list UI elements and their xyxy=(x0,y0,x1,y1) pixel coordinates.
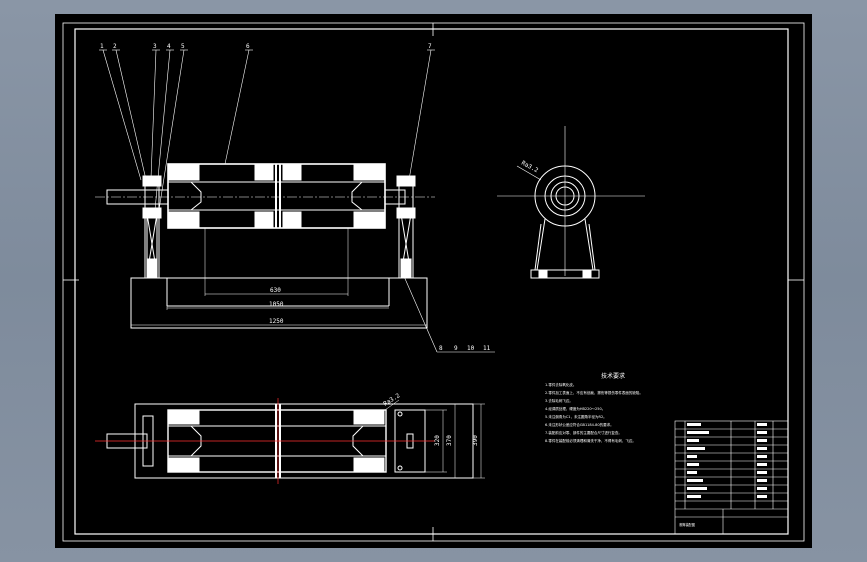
parts-list-marks xyxy=(687,423,767,498)
note-7: 7.装配前应对零、部件的主要配合尺寸进行复查。 xyxy=(545,430,622,435)
balloon-5: 5 xyxy=(181,43,185,50)
side-view xyxy=(497,126,645,279)
note-3: 3.去除毛刺飞边。 xyxy=(545,398,573,403)
centering-marks xyxy=(63,23,804,541)
balloon-10: 10 xyxy=(467,345,475,352)
balloon-11: 11 xyxy=(483,345,491,352)
balloon-4: 4 xyxy=(167,43,171,50)
leader-lines-bottom xyxy=(402,273,495,353)
balloon-8: 8 xyxy=(439,345,443,352)
note-5: 5.未注倒角为C1，未注圆角半径为R2。 xyxy=(545,414,607,419)
balloon-9: 9 xyxy=(454,345,458,352)
balloon-1: 1 xyxy=(100,43,104,50)
front-view xyxy=(95,163,435,329)
roughness-front: Ra3.2 xyxy=(520,160,540,175)
plan-dim-390: 390 xyxy=(472,435,479,446)
dim-1050: 1050 xyxy=(269,301,284,308)
note-8: 8.零件在装配前必须清理和清洗干净，不得有毛刺、飞边。 xyxy=(545,438,636,443)
notes-title: 技术要求 xyxy=(601,372,625,380)
outer-frame xyxy=(62,22,805,542)
note-6: 6.未注形状公差应符合GB1184-80的要求。 xyxy=(545,422,614,427)
balloon-2: 2 xyxy=(113,43,117,50)
inner-border xyxy=(74,28,789,535)
parts-list xyxy=(674,420,789,535)
balloon-6: 6 xyxy=(246,43,250,50)
dim-1250: 1250 xyxy=(269,318,284,325)
leader-lines-top xyxy=(99,49,435,211)
cad-drawing: 1 2 3 4 5 6 7 8 9 10 11 630 1050 1250 Ra… xyxy=(62,22,805,542)
plan-view xyxy=(106,399,485,479)
balloon-7: 7 xyxy=(428,43,432,50)
title-block-label: 滚筒装配图 xyxy=(679,522,695,527)
plan-dim-370: 370 xyxy=(446,435,453,446)
note-1: 1.零件去除氧化皮。 xyxy=(545,382,576,387)
drawing-sheet: 1 2 3 4 5 6 7 8 9 10 11 630 1050 1250 Ra… xyxy=(55,14,812,548)
balloon-3: 3 xyxy=(153,43,157,50)
dim-630: 630 xyxy=(270,287,281,294)
plan-dim-320: 320 xyxy=(434,435,441,446)
note-4: 4.经调质处理，硬度为HB220～250。 xyxy=(545,406,605,411)
note-2: 2.零件加工表面上，不应有划痕、擦伤等损伤零件表面的缺陷。 xyxy=(545,390,643,395)
